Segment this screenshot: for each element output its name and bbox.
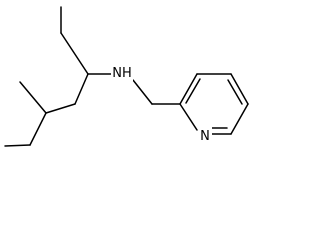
ring-bond-c3-c3-inner	[185, 78, 201, 104]
bond-lower-terminal	[4, 144, 31, 147]
chemical-structure-canvas: NH N	[4, 6, 249, 147]
nh-atom: NH	[111, 63, 133, 81]
ring-bond-c2-c3	[179, 73, 198, 105]
bond-ethyl-to-ch	[60, 32, 89, 75]
nh-atom-label: NH	[112, 66, 132, 81]
ring-nitrogen-atom: N	[198, 126, 212, 144]
bond-ch-to-ch2-lower	[29, 112, 47, 146]
amine-linkage	[87, 73, 181, 105]
bond-ch2-to-ch-methyl	[45, 103, 76, 114]
alkyl-chain	[4, 6, 89, 147]
pyridine-ring	[179, 73, 249, 135]
ring-bond-c4-c5	[230, 73, 249, 105]
ring-bond-c4-c5-inner	[227, 79, 243, 105]
bond-ch-to-ch2	[74, 73, 89, 105]
ring-nitrogen-label: N	[200, 129, 210, 144]
bond-nh-to-ch2	[132, 79, 153, 105]
ring-bond-n-c2	[179, 103, 198, 131]
bond-methyl-branch	[19, 81, 47, 114]
ring-bond-c5-c6	[230, 103, 249, 135]
